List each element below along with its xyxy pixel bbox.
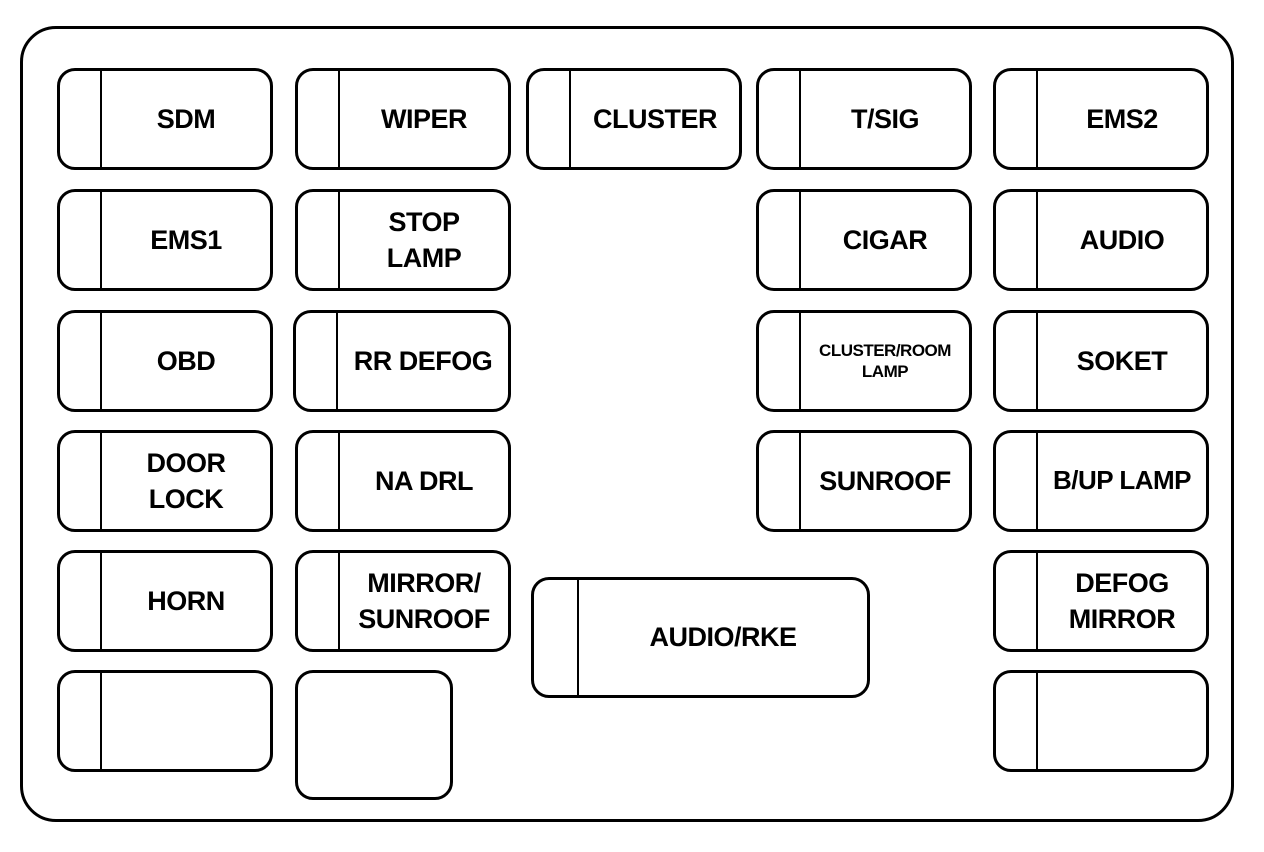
fuse-label: OBD: [156, 345, 216, 376]
fuse-label: SUNROOF: [819, 466, 951, 496]
fuse-label: T/SIG: [850, 103, 920, 134]
fuse-ems1: EMS1: [57, 189, 273, 291]
fuse-label: EMS1: [150, 224, 222, 255]
fuse-label: RR DEFOG: [353, 345, 493, 376]
fuse-strip: [759, 433, 801, 529]
fuse-label: [1038, 673, 1206, 769]
fuse-strip: [296, 313, 338, 409]
fuse-t-sig: T/SIG: [756, 68, 972, 170]
fuse-label: MIRROR/SUNROOF: [358, 567, 490, 634]
fuse-strip: [60, 553, 102, 649]
fuse-audio: AUDIO: [993, 189, 1209, 291]
fuse-label: CLUSTER: [593, 103, 718, 134]
fuse-cluster: CLUSTER: [526, 68, 742, 170]
fuse-strip: [60, 71, 102, 167]
fuse-label: AUDIO/RKE: [649, 622, 797, 653]
fuse-label: WIPER: [380, 103, 468, 134]
fuse-strip: [298, 433, 340, 529]
fuse-strip: [534, 580, 579, 695]
fuse-label: SDM: [156, 103, 216, 134]
fuse-label: HORN: [147, 585, 225, 616]
fuse-strip: [996, 673, 1038, 769]
fuse-audio-rke: AUDIO/RKE: [531, 577, 870, 698]
fuse-label: SOKET: [1076, 345, 1168, 376]
fuse-cigar: CIGAR: [756, 189, 972, 291]
fuse-sdm: SDM: [57, 68, 273, 170]
fuse-label: EMS2: [1086, 103, 1158, 134]
fuse-label: B/UP LAMP: [1052, 465, 1192, 496]
fuse-strip: [996, 71, 1038, 167]
fuse-rr-defog: RR DEFOG: [293, 310, 511, 412]
fuse-soket: SOKET: [993, 310, 1209, 412]
fuse-label: [102, 673, 270, 769]
fuse-sunroof: SUNROOF: [756, 430, 972, 532]
fuse-obd: OBD: [57, 310, 273, 412]
fuse-strip: [298, 192, 340, 288]
fuse-spare-right: [993, 670, 1209, 772]
fuse-strip: [996, 192, 1038, 288]
fuse-strip: [996, 433, 1038, 529]
fuse-wiper: WIPER: [295, 68, 511, 170]
fuse-strip: [759, 192, 801, 288]
fuse-strip: [759, 71, 801, 167]
fuse-strip: [529, 71, 571, 167]
fuse-spare-left: [57, 670, 273, 772]
fuse-strip: [298, 71, 340, 167]
fuse-horn: HORN: [57, 550, 273, 652]
fuse-strip: [60, 313, 102, 409]
fuse-strip: [60, 192, 102, 288]
fuse-mirror-sunroof: MIRROR/SUNROOF: [295, 550, 511, 652]
fuse-strip: [60, 433, 102, 529]
fuse-strip: [996, 553, 1038, 649]
fuse-spare-blank: [295, 670, 453, 800]
fuse-label: CIGAR: [842, 224, 928, 255]
fuse-strip: [759, 313, 801, 409]
fuse-strip: [298, 553, 340, 649]
fuse-ems2: EMS2: [993, 68, 1209, 170]
fuse-strip: [996, 313, 1038, 409]
fuse-strip: [60, 673, 102, 769]
fuse-na-drl: NA DRL: [295, 430, 511, 532]
fuse-label: NA DRL: [375, 465, 474, 496]
fuse-b-up-lamp: B/UP LAMP: [993, 430, 1209, 532]
fuse-label: AUDIO: [1079, 224, 1165, 255]
